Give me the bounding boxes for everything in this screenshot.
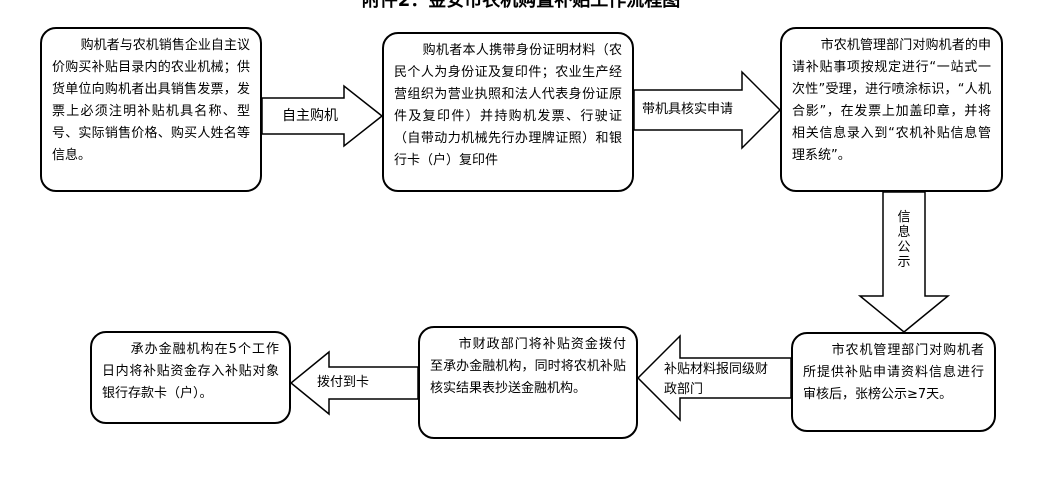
arrow-e2 — [633, 70, 782, 150]
step-deposit: 承办金融机构在5个工作日内将补贴资金存入补贴对象银行存款卡（户）。 — [90, 331, 291, 424]
step-apply: 购机者本人携带身份证明材料（农民个人为身份证及复印件；农业生产经营组织为营业执照… — [382, 32, 634, 192]
arrow-e1 — [261, 84, 384, 148]
page-title-cropped: 附件2：金安市农机购置补贴工作流程图 — [250, 0, 792, 8]
edge-label-e4: 补贴材料报同级财政部门 — [664, 362, 769, 397]
edge-label-e1: 自主购机 — [282, 108, 338, 124]
step-accept: 市农机管理部门对购机者的申请补贴事项按规定进行“一站式一次性”受理，进行喷涂标识… — [780, 27, 1003, 192]
step-purchase: 购机者与农机销售企业自主议价购买补贴目录内的农业机械；供货单位向购机者出具销售发… — [40, 27, 262, 192]
edge-label-e2: 带机具核实申请 — [642, 102, 734, 117]
arrow-e5 — [289, 350, 419, 416]
arrow-e3 — [857, 191, 951, 333]
edge-label-e3: 信息公示 — [897, 210, 911, 270]
step-review: 市农机管理部门对购机者所提供补贴申请资料信息进行审核后，张榜公示≥7天。 — [791, 332, 996, 432]
arrow-e4 — [636, 334, 792, 422]
step-fund: 市财政部门将补贴资金拨付至承办金融机构，同时将农机补贴核实结果表抄送金融机构。 — [418, 326, 638, 439]
edge-label-e5: 拨付到卡 — [317, 375, 370, 390]
